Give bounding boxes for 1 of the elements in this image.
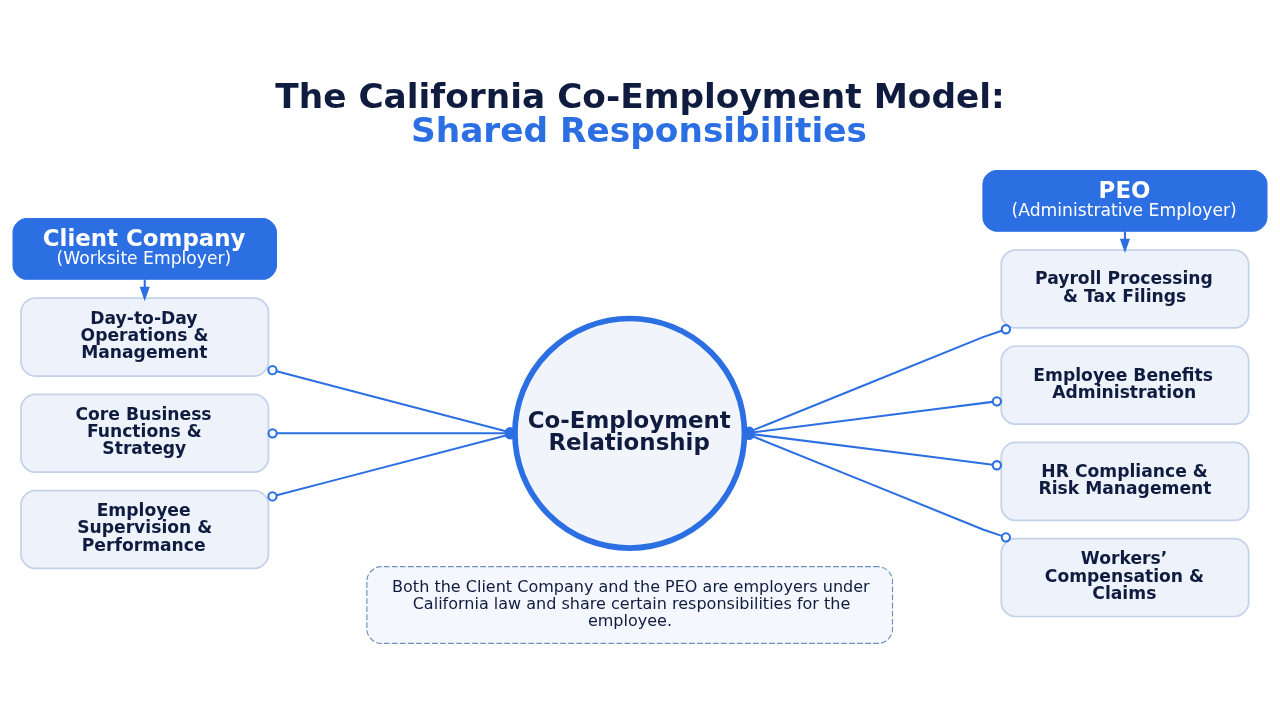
diagram-title: The California Co-Employment Model: Shared Responsibilities [275,75,1005,150]
